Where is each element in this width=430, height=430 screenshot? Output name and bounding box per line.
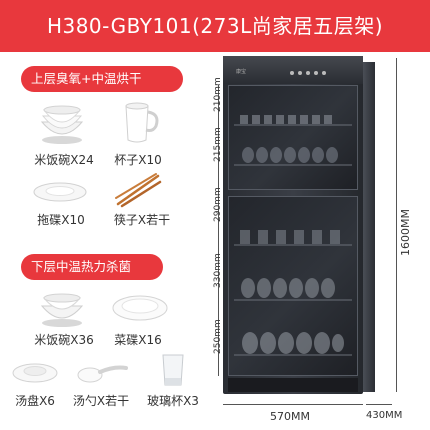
control-button-icon	[322, 71, 326, 75]
control-button-icon	[290, 71, 294, 75]
rice-bowl-stack-icon	[34, 100, 90, 146]
upper-layer-badge: 上层臭氧+中温烘干	[21, 66, 183, 92]
control-button-icon	[314, 71, 318, 75]
chopsticks-icon	[112, 170, 164, 208]
cabinet-side-view	[363, 62, 375, 392]
height-dimension-line	[396, 58, 397, 392]
layer-dimension-line	[218, 85, 219, 376]
spoon-icon	[74, 360, 128, 386]
cabinet-racks	[234, 115, 352, 356]
title-banner	[0, 0, 430, 52]
lower-item-label: 菜碟X16	[114, 333, 162, 347]
lower-item-label: 米饭碗X36	[34, 333, 94, 347]
control-button-icon	[306, 71, 310, 75]
dish-plate-icon	[110, 288, 170, 324]
layer-height-label: 330mm	[213, 253, 223, 288]
upper-item-label: 米饭碗X24	[34, 153, 94, 167]
saucer-icon	[30, 176, 90, 206]
lower-item-label: 玻璃杯X3	[147, 394, 199, 408]
height-label: 1600MM	[399, 209, 412, 256]
upper-item-label: 杯子X10	[114, 153, 162, 167]
lower-item-label: 汤勺X若干	[72, 394, 130, 408]
upper-item-label: 拖碟X10	[37, 213, 85, 227]
depth-label: 430MM	[366, 410, 403, 421]
width-label: 570MM	[270, 410, 310, 423]
soup-plate-icon	[10, 358, 60, 386]
glass-cup-icon	[158, 352, 188, 388]
upper-door	[228, 85, 358, 190]
product-title: H380-GBY101(273L尚家居五层架)	[46, 14, 384, 38]
layer-height-label: 290mm	[213, 187, 223, 222]
control-button-icon	[298, 71, 302, 75]
depth-dimension-line	[366, 404, 392, 405]
control-panel	[223, 56, 363, 84]
width-dimension-line	[223, 404, 363, 405]
cabinet-base	[228, 378, 358, 392]
upper-item-label: 筷子X若干	[113, 213, 171, 227]
layer-height-label: 215mm	[213, 127, 223, 162]
lower-layer-badge: 下层中温热力杀菌	[21, 254, 163, 280]
brand-logo: 康宝	[236, 69, 247, 75]
layer-height-label: 210mm	[213, 77, 223, 112]
rice-bowl-stack-icon	[34, 286, 90, 328]
lower-item-label: 汤盘X6	[15, 394, 55, 408]
layer-height-label: 250mm	[213, 319, 223, 354]
cup-icon	[118, 100, 164, 146]
